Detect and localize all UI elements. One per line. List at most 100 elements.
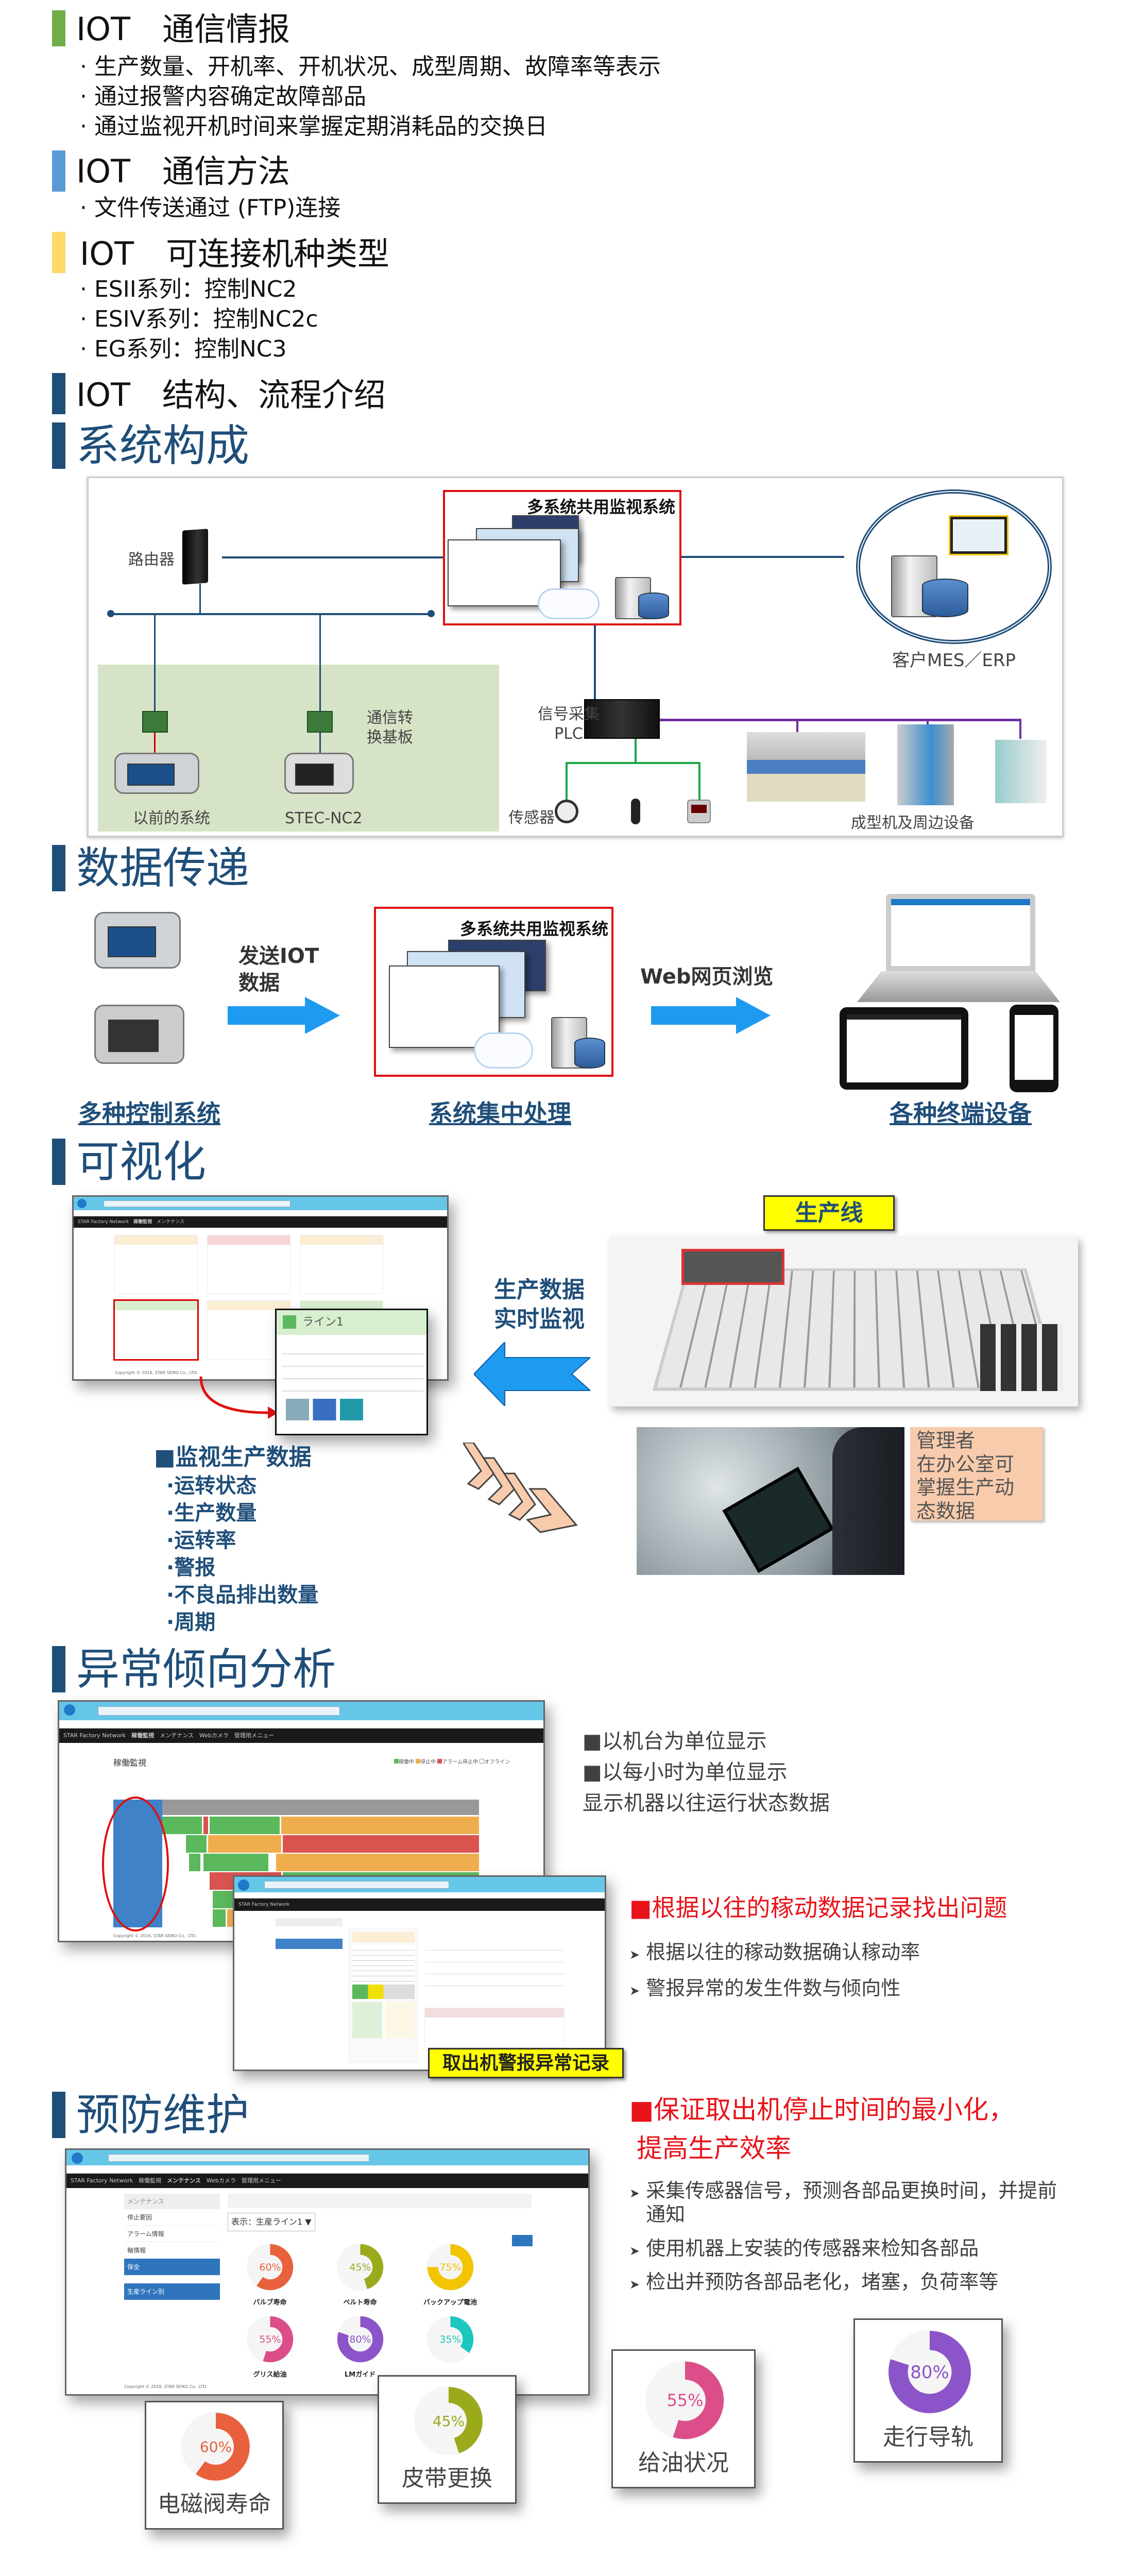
laptop-icon — [886, 894, 1035, 971]
maintenance-screenshot: STAR Factory Network 稼働監視 メンテナンス Webカメラ … — [65, 2148, 590, 2396]
link-line — [594, 625, 596, 699]
display-select[interactable]: 表示：生産ライン1 ▼ — [228, 2213, 315, 2231]
gauge-item: 75% バックアップ電池 — [417, 2243, 484, 2307]
link-line — [154, 613, 156, 711]
gauge-label: バルブ寿命 — [253, 2299, 287, 2307]
send-iot-label: 发送IOT 数据 — [238, 944, 319, 995]
cloud-icon — [538, 588, 600, 619]
sub-item: ➤ 警报异常的发生件数与倾向性 — [629, 1977, 901, 1999]
database-icon — [638, 592, 669, 619]
screen-stack-icon — [389, 965, 500, 1048]
gauge-card: 55%给油状况 — [611, 2349, 756, 2488]
controller-icon — [94, 912, 181, 969]
bus-endpoint — [428, 610, 435, 617]
section-bar — [52, 845, 65, 891]
gauge-arc — [182, 2413, 250, 2481]
heading-models: IOT 可连接机种类型 — [80, 235, 389, 273]
side-menu-item-active[interactable]: 保全 — [124, 2259, 220, 2275]
gauge-sensor-icon — [555, 800, 578, 823]
monitor-system-label: 多系统共用监视系统 — [459, 919, 608, 939]
caption-central-processing: 系统集中处理 — [429, 1099, 571, 1127]
highlight-ellipse — [102, 1797, 169, 1931]
monitor-icon — [950, 517, 1007, 554]
bullet-item: · 通过报警内容确定故障部品 — [80, 83, 366, 110]
red-headline: ■根据以往的稼动数据记录找出问题 — [629, 1894, 1007, 1922]
gauge-label: グリス給油 — [253, 2371, 287, 2379]
customer-label: 客户MES／ERP — [892, 650, 1016, 671]
refresh-button[interactable] — [512, 2235, 533, 2246]
red-headline: ■保证取出机停止时间的最小化， — [629, 2095, 1015, 2125]
status-segment-stop — [281, 1817, 479, 1834]
realtime-monitor-label: 生产数据 实时监视 — [494, 1277, 585, 1333]
donut-gauge: 35% — [426, 2315, 474, 2363]
copyright: Copyright © 2016, STAR SEIKO Co., LTD. — [115, 1370, 198, 1375]
section-bar — [52, 1646, 65, 1692]
list-item: ·运转率 — [166, 1529, 236, 1552]
tablet-icon — [840, 1007, 968, 1090]
section-bar — [52, 1139, 65, 1185]
copyright: Copyright © 2016, STAR SEIKO Co., LTD. — [113, 1934, 197, 1938]
gauge-arc — [337, 2316, 383, 2363]
side-menu-item[interactable]: 停止要因 — [124, 2209, 220, 2226]
gauge-card-label: 皮带更换 — [402, 2465, 492, 2492]
section-heading: 系统构成 — [76, 420, 250, 471]
monitor-system-label: 多系统共用监视系统 — [526, 497, 675, 517]
section-bar — [52, 232, 65, 273]
donut-gauge: 45% — [336, 2243, 384, 2291]
side-menu-header: メンテナンス — [124, 2194, 220, 2209]
gauge-value: 45% — [433, 2413, 465, 2430]
gauge-arc — [337, 2244, 383, 2291]
copyright: Copyright © 2016, STAR SEIKO Co., LTD. — [124, 2384, 208, 2389]
heading-comm-info: IOT 通信情报 — [76, 10, 290, 48]
page-title: 稼働監視 — [113, 1758, 147, 1768]
donut-gauge: 55% — [645, 2361, 725, 2440]
gauge-value: 60% — [259, 2262, 281, 2273]
bullet-item: · ESII系列：控制NC2 — [80, 276, 297, 302]
point-item: ■以每小时为单位显示 — [583, 1760, 788, 1784]
status-legend: 稼働中 停止中 アラーム停止中 オフライン — [394, 1757, 510, 1765]
caption-control-systems: 多种控制系统 — [78, 1099, 220, 1127]
status-segment-run — [186, 1835, 207, 1853]
alarm-screenshot: STAR Factory Network — [233, 1875, 606, 2071]
point-item: 显示机器以往运行状态数据 — [583, 1791, 830, 1815]
app-navbar: STAR Factory Network 稼働監視 メンテナンス Webカメラ … — [59, 1728, 543, 1743]
arrow-left-icon — [474, 1342, 590, 1406]
gauge-arc — [415, 2387, 483, 2455]
gauge-card-label: 走行导轨 — [883, 2424, 973, 2450]
arrow-right-icon — [651, 997, 771, 1034]
gauge-item: 60% バルブ寿命 — [236, 2243, 303, 2307]
sub-item: ➤ 使用机器上安装的传感器来检知各部品 — [629, 2237, 979, 2260]
thermometer-icon — [631, 799, 640, 824]
side-menu-item[interactable]: 生産ライン別 — [124, 2283, 220, 2300]
donut-gauge: 80% — [336, 2315, 384, 2363]
plc-icon — [584, 699, 660, 739]
gauge-label: バックアップ電池 — [423, 2299, 477, 2307]
stec-label: STEC-NC2 — [285, 809, 363, 827]
section-bar — [52, 373, 65, 414]
sub-item: ➤ 采集传感器信号，预测各部品更换时间，并提前 通知 — [629, 2179, 1057, 2226]
gauge-arc — [427, 2316, 473, 2363]
converter-label: 通信转 换基板 — [367, 709, 413, 747]
list-item: ·警报 — [166, 1556, 216, 1580]
bus-endpoint — [107, 610, 114, 617]
list-item: ·不良品排出数量 — [166, 1583, 319, 1607]
status-segment-run — [203, 1854, 268, 1871]
converter-board-icon — [307, 711, 333, 733]
gauge-value: 75% — [439, 2262, 461, 2273]
cloud-icon — [474, 1032, 533, 1069]
gauge-value: 80% — [349, 2334, 371, 2345]
detail-table — [282, 1342, 423, 1394]
chevron-arrows-icon — [463, 1443, 578, 1533]
app-navbar: STAR Factory Network 稼働監視 メンテナンス — [74, 1216, 447, 1228]
machine-images — [286, 1399, 363, 1420]
side-menu-item[interactable]: アラーム情報 — [124, 2226, 220, 2242]
link-line — [154, 733, 156, 753]
sub-item: ➤ 根据以往的稼动数据确认稼动率 — [629, 1941, 920, 1963]
red-arrow-icon — [199, 1377, 278, 1419]
manager-tablet-photo — [637, 1427, 904, 1575]
donut-gauge: 75% — [426, 2243, 474, 2291]
customer-system-circle — [856, 489, 1052, 644]
section-bar — [52, 2092, 65, 2138]
url-bar — [98, 1706, 340, 1716]
side-menu-item[interactable]: 軸情報 — [127, 2247, 146, 2254]
